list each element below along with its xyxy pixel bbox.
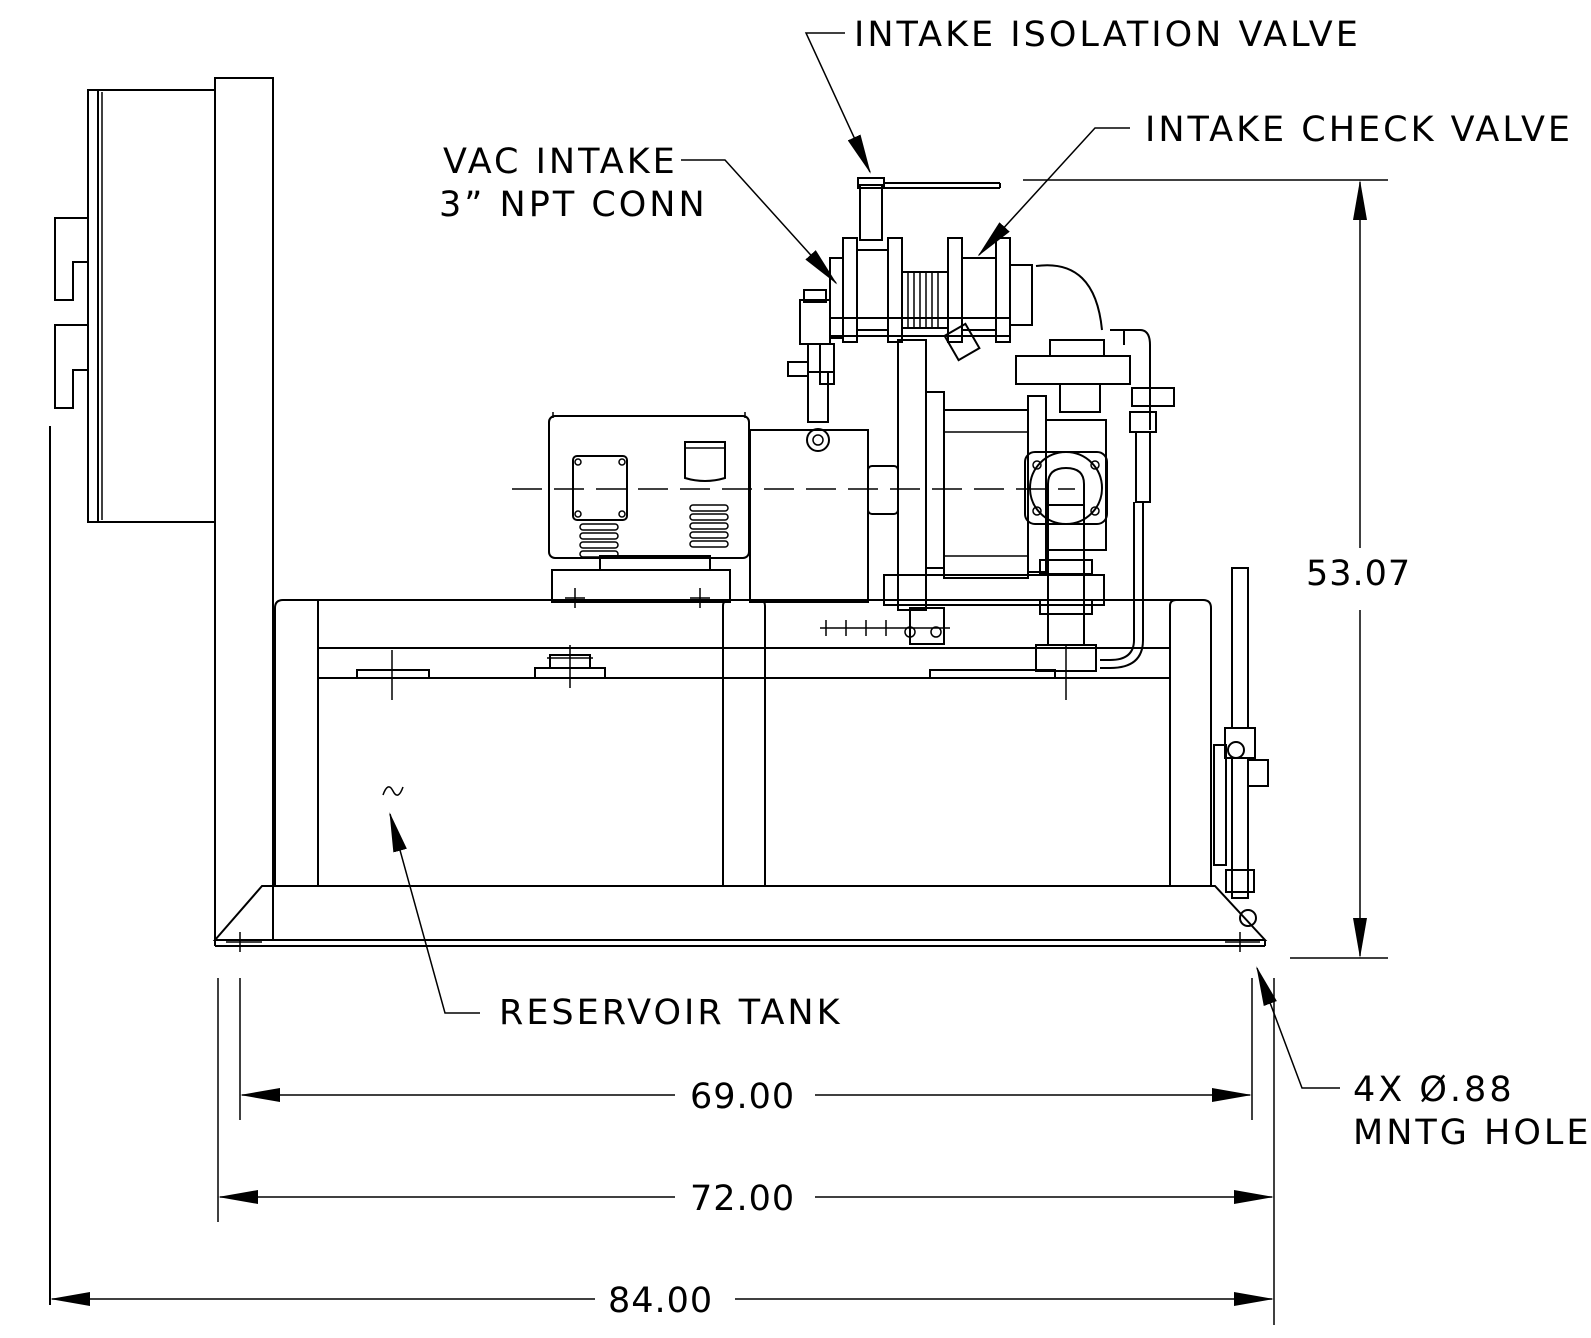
- overall-width-dimension: 84.00: [608, 1281, 713, 1321]
- base-width-dimension: 72.00: [690, 1179, 795, 1219]
- motor-cooling-fins-right: [689, 504, 729, 548]
- bolt-row: [825, 620, 887, 636]
- reservoir-tank-label: RESERVOIR TANK: [499, 993, 843, 1033]
- intake-check-valve-label: INTAKE CHECK VALVE: [1145, 110, 1573, 150]
- mounting-holes-label: MNTG HOLES: [1353, 1113, 1591, 1153]
- vacuum-relief-valves: [787, 289, 835, 452]
- reservoir-tank: [274, 599, 1212, 886]
- vac-intake-label: VAC INTAKE: [443, 142, 678, 182]
- height-dimension: [1023, 179, 1388, 959]
- vacuum-pump: [820, 339, 1107, 645]
- electric-motor: [548, 412, 869, 608]
- skid-base: [212, 885, 1268, 947]
- motor-cooling-fins-left: [579, 523, 619, 558]
- right-side-piping: [1015, 329, 1175, 669]
- mounting-hole-marks: [226, 932, 1260, 952]
- intake-valve-assembly: [829, 177, 1103, 362]
- discharge-flange: [1024, 451, 1108, 672]
- hole-spacing-dimension: 69.00: [690, 1077, 795, 1117]
- width-dimensions: [50, 978, 1275, 1325]
- sight-glass: [1213, 567, 1269, 927]
- intake-isolation-valve-label: INTAKE ISOLATION VALVE: [854, 15, 1361, 55]
- leader-lines: [389, 32, 1340, 1089]
- overall-height-dimension: 53.07: [1306, 554, 1411, 594]
- vac-intake-conn-label: 3” NPT CONN: [439, 185, 708, 225]
- coupling-ribs: [901, 271, 949, 329]
- control-panel: [49, 77, 274, 1305]
- mounting-holes-count-label: 4X Ø.88: [1353, 1070, 1515, 1110]
